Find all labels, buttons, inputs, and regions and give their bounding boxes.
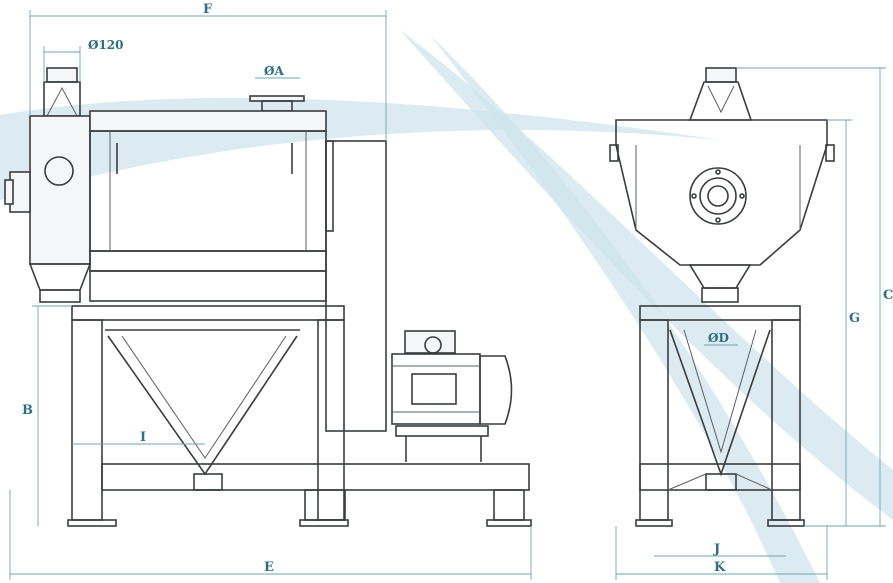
dimension-label-j: J xyxy=(713,542,720,557)
dimension-label-k: K xyxy=(714,560,726,575)
dimension-label-diameter-d: ØD xyxy=(708,331,729,345)
dimension-label-e: E xyxy=(264,560,274,575)
dimension-lines xyxy=(9,10,886,580)
dimension-label-diameter-a: ØA xyxy=(264,64,284,78)
dimension-label-g: G xyxy=(849,311,860,326)
dimension-label-f: F xyxy=(203,2,213,17)
dimension-label-c: C xyxy=(883,288,893,303)
front-view xyxy=(609,67,835,527)
dimension-label-i: I xyxy=(140,430,146,445)
dimension-label-diameter-120: Ø120 xyxy=(88,38,124,52)
side-view xyxy=(4,67,532,527)
dimension-label-b: B xyxy=(22,403,33,418)
